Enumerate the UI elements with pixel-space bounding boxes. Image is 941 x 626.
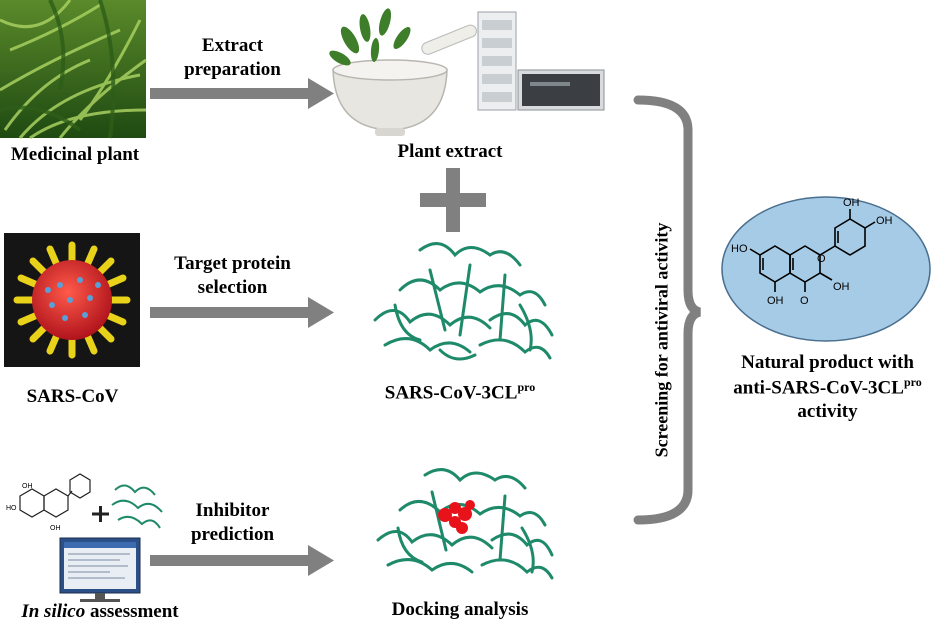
small-plus-icon: [92, 506, 109, 522]
mol-atom-o-ring: O: [817, 253, 826, 265]
label-in-silico: In silico assessment: [21, 601, 179, 622]
mol-atom-oh-3: OH: [833, 281, 850, 293]
small-mol-oh: OH: [22, 483, 33, 490]
small-molecule-icon: [19, 473, 91, 518]
mol-atom-o-keto: O: [800, 295, 809, 307]
label-natural-product: Natural product with anti-SARS-CoV-3CLpr…: [733, 352, 922, 422]
brace-icon: [633, 95, 702, 525]
label-inhibitor-prediction: Inhibitor prediction: [190, 500, 275, 545]
protein-icon: [373, 242, 554, 361]
ligand-icon: [438, 500, 475, 534]
mol-atom-oh-top: OH: [843, 197, 860, 209]
natural-product-ellipse: [721, 196, 931, 342]
small-mol-oh2: OH: [50, 525, 61, 532]
lab-instrument-icon: [477, 11, 605, 111]
plant-photo: [0, 0, 147, 140]
label-extract-preparation: Extract preparation: [184, 35, 281, 80]
docking-protein-icon: [376, 468, 554, 580]
label-medicinal-plant: Medicinal plant: [10, 144, 140, 165]
arrow-extract: [150, 78, 334, 109]
virus-icon: [4, 233, 140, 367]
arrow-inhibitor: [150, 545, 334, 576]
label-sars-cov: SARS-CoV: [26, 386, 119, 407]
mol-atom-oh-right: OH: [876, 215, 893, 227]
label-target-protein: Target protein selection: [174, 253, 291, 298]
small-mol-ho: HO: [6, 505, 17, 512]
label-docking-analysis: Docking analysis: [391, 599, 529, 620]
label-screening: Screening for antiviral activity: [651, 222, 672, 458]
mortar-pestle-icon: [329, 8, 477, 136]
molecule-structure: [749, 209, 876, 292]
small-protein-icon: [111, 484, 163, 529]
plus-icon: [420, 168, 486, 232]
label-sars-cov-3clpro: SARS-CoV-3CLpro: [384, 380, 536, 404]
arrow-target: [150, 297, 334, 328]
computer-icon: [59, 537, 141, 602]
mol-atom-ho-left: HO: [731, 243, 748, 255]
label-plant-extract: Plant extract: [397, 141, 503, 162]
mol-atom-oh-5: OH: [767, 295, 784, 307]
